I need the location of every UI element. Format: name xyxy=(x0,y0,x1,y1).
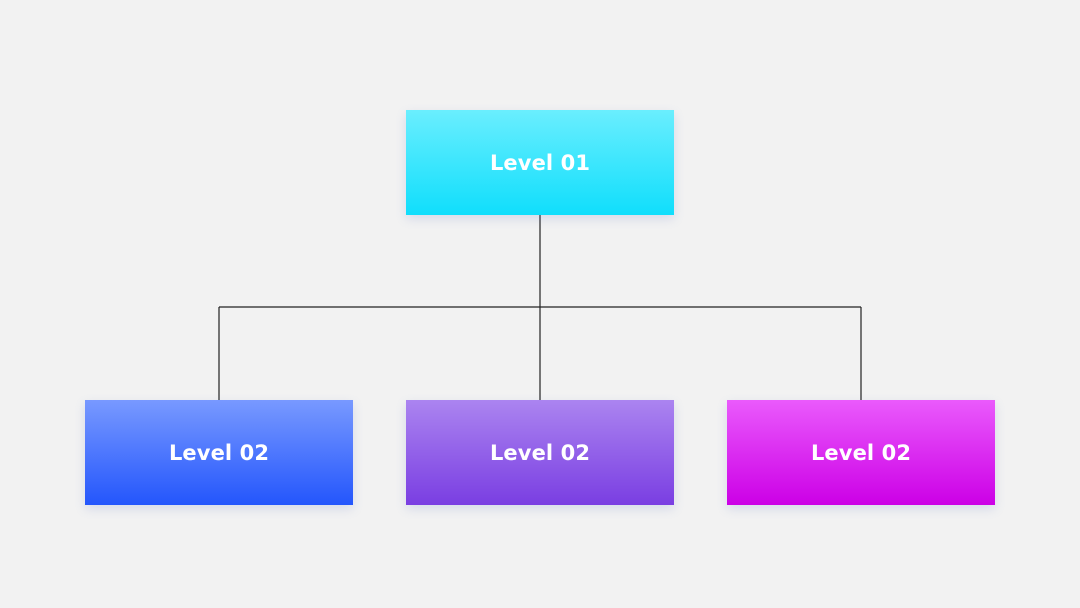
node-level-02-right: Level 02 xyxy=(727,400,995,505)
node-level-02-left: Level 02 xyxy=(85,400,353,505)
node-level-02-center: Level 02 xyxy=(406,400,674,505)
node-level-02-center-label: Level 02 xyxy=(489,440,591,465)
node-level-01-label: Level 01 xyxy=(489,150,591,175)
node-level-01: Level 01 xyxy=(406,110,674,215)
node-level-02-left-label: Level 02 xyxy=(168,440,270,465)
node-level-02-right-label: Level 02 xyxy=(810,440,912,465)
